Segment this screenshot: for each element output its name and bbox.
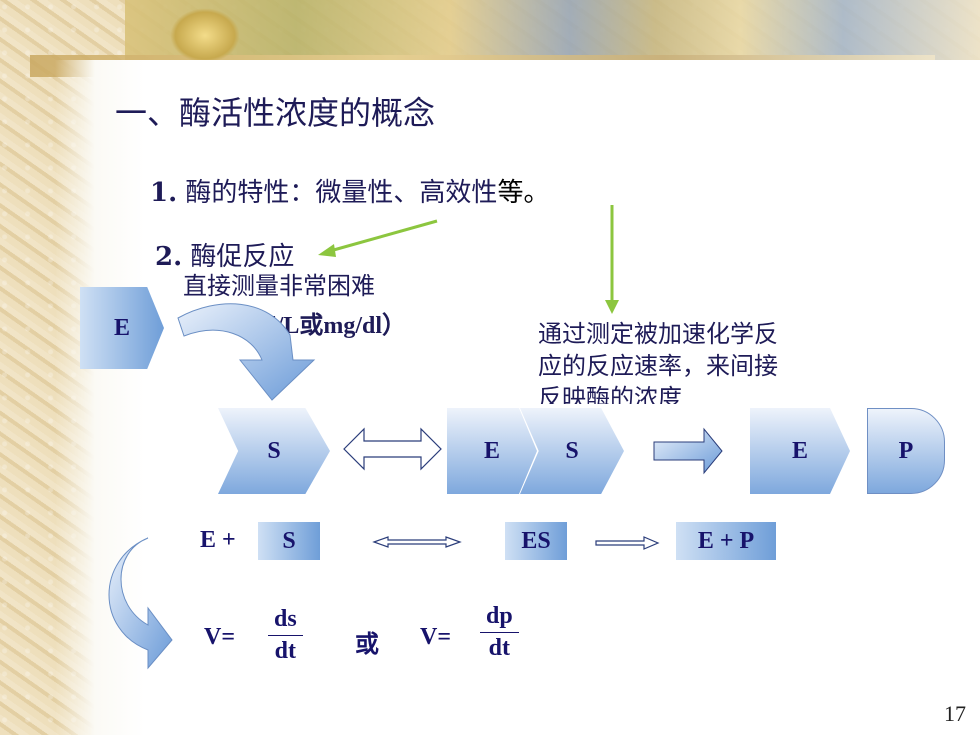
shape-e-left: E [80,287,164,369]
note-indirect: 通过测定被加速化学反 应的反应速率，来间接 反映酶的浓度 [538,318,778,404]
green-arrowhead-down [605,300,619,314]
point-1-text: 酶的特性：微量性、高效性 [185,178,498,208]
note-indirect-line1: 通过测定被加速化学反 [538,320,778,348]
rate-fraction-2: dp dt [480,603,519,662]
note-indirect-line2: 应的反应速率，来间接 [538,352,778,380]
green-arrowhead-left [318,244,336,257]
shape-es-e: E [447,408,537,494]
rate-den-1: dt [274,638,297,664]
rate-fraction-1: ds dt [268,606,303,665]
eq-e-plus: E + [200,527,236,553]
rate-v2: V= [420,624,452,650]
eq-ep-box: E + P [676,522,776,560]
slide-title: 一、酶活性浓度的概念 [115,94,436,132]
double-arrow-s-es [343,427,442,471]
point-1: 1. 酶的特性：微量性、高效性等。 [150,172,549,209]
point-1-number: 1. [150,178,178,208]
page-number: 17 [944,701,966,726]
note-direct-line1: 直接测量非常困难 [183,272,375,300]
point-2-number: 2. [155,242,183,272]
note-indirect-line3: 反映酶的浓度 [538,384,682,404]
slide-content-panel [55,60,980,735]
note-direct-line2: l/L或mg/dl） [270,313,407,339]
shape-p: P [867,408,945,494]
eq-s-box: S [258,522,320,560]
rate-num-2: dp [480,603,519,633]
point-2-text: 酶促反应 [190,242,295,272]
eq-right-arrow [595,536,660,550]
rate-v1: V= [204,624,236,650]
point-1-tail: 等。 [497,178,550,208]
right-arrow-es-e [653,427,723,475]
eq-double-arrow [372,536,462,548]
leaf-decoration [170,8,240,63]
curved-arrow-left [108,537,173,670]
green-arrow-to-reaction [329,219,438,253]
eq-es-box: ES [505,522,567,560]
shape-e-right: E [750,408,850,494]
point-2: 2. 酶促反应 [155,236,294,273]
rate-or: 或 [355,632,379,658]
curved-arrow-top [177,303,316,401]
rate-den-2: dt [488,635,511,661]
rate-num-1: ds [268,606,303,636]
